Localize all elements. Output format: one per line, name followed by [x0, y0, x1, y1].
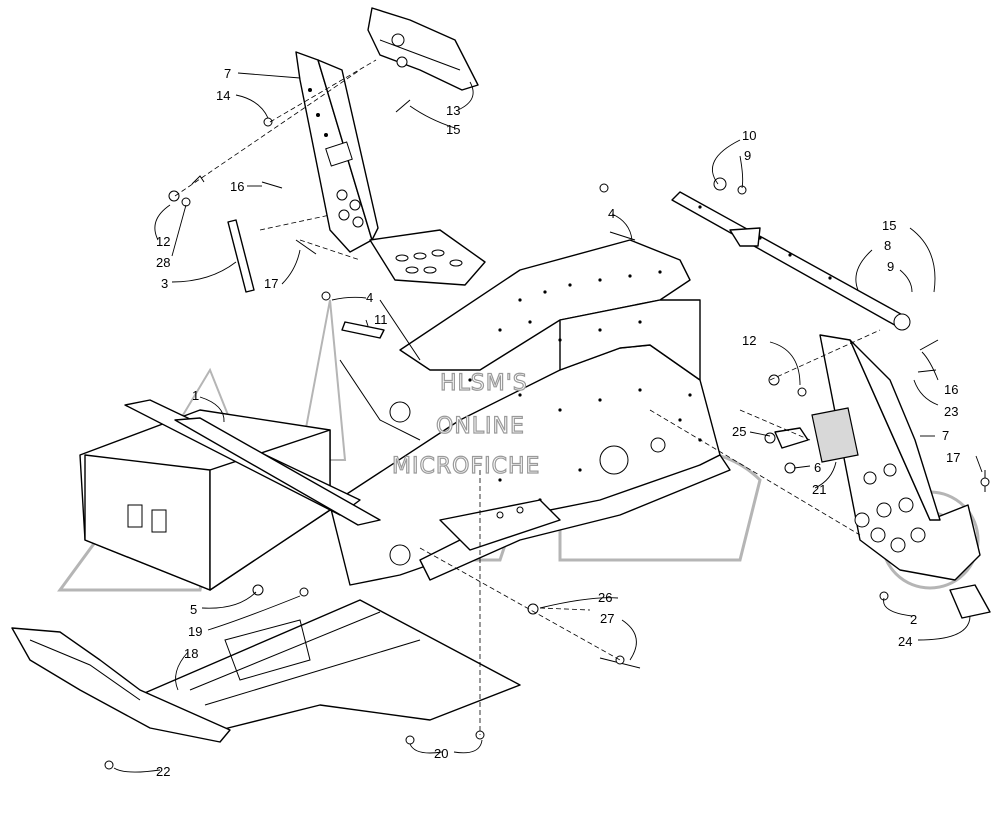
leader-lines: [113, 72, 983, 773]
callout-26: 26: [598, 590, 612, 605]
callout-23: 23: [944, 404, 958, 419]
callout-7: 7: [942, 428, 949, 443]
callout-25: 25: [732, 424, 746, 439]
watermark-line-3: MICROFICHE: [392, 454, 540, 479]
callout-9: 9: [744, 148, 751, 163]
mesh-plate: [811, 407, 859, 463]
callout-7: 7: [224, 66, 231, 81]
callout-24: 24: [898, 634, 912, 649]
callout-28: 28: [156, 255, 170, 270]
callout-4: 4: [608, 206, 615, 221]
callout-15: 15: [882, 218, 896, 233]
callout-labels: 7 14 13 15 16 12 28 3 17 4 4 11 10 9 15 …: [156, 66, 960, 779]
callout-21: 21: [812, 482, 826, 497]
watermark-line-1: HLSM'S: [440, 371, 528, 396]
callout-8: 8: [884, 238, 891, 253]
callout-6: 6: [814, 460, 821, 475]
rear-crossbar: [671, 177, 911, 331]
front-skid: [11, 627, 231, 743]
skid-plate: [139, 599, 521, 731]
callout-22: 22: [156, 764, 170, 779]
callout-12: 12: [742, 333, 756, 348]
callout-16: 16: [944, 382, 958, 397]
fasteners-left: [168, 99, 411, 255]
assembly-lines: [174, 59, 881, 735]
callout-17: 17: [946, 450, 960, 465]
watermark-text: HLSM'S ONLINE MICROFICHE: [391, 370, 540, 479]
callout-5: 5: [190, 602, 197, 617]
steering-footplate: [369, 229, 486, 286]
callout-20: 20: [434, 746, 448, 761]
callout-9: 9: [887, 259, 894, 274]
callout-15: 15: [446, 122, 460, 137]
chassis-main: [79, 239, 731, 591]
chassis-rivets: [468, 270, 702, 502]
callout-17: 17: [264, 276, 278, 291]
callout-27: 27: [600, 611, 614, 626]
callout-4: 4: [366, 290, 373, 305]
callout-18: 18: [184, 646, 198, 661]
callout-14: 14: [216, 88, 230, 103]
steering-support-upper: [295, 51, 379, 253]
callout-11: 11: [374, 312, 388, 327]
callout-19: 19: [188, 624, 202, 639]
callout-2: 2: [910, 612, 917, 627]
strap-part: [227, 219, 255, 293]
steering-bracket: [367, 7, 479, 91]
callout-10: 10: [742, 128, 756, 143]
callout-13: 13: [446, 103, 460, 118]
watermark-line-2: ONLINE: [436, 414, 525, 439]
bulkhead-plate-right: [811, 334, 981, 581]
callout-1: 1: [192, 388, 199, 403]
callout-12: 12: [156, 234, 170, 249]
callout-3: 3: [161, 276, 168, 291]
callout-16: 16: [230, 179, 244, 194]
